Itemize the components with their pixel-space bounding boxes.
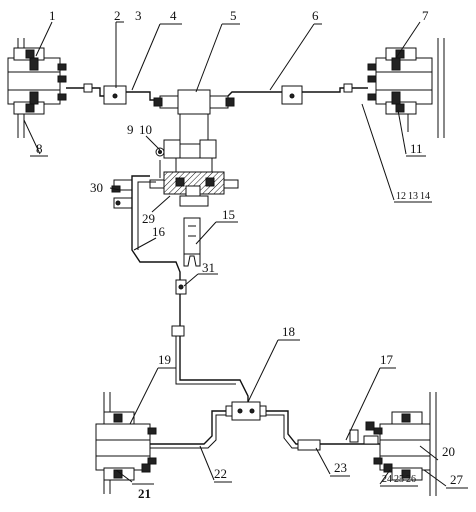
label-21: 21 [138, 486, 151, 501]
label-6: 6 [312, 8, 319, 23]
brake-lever [183, 217, 201, 267]
label-9: 9 [127, 122, 134, 137]
label-4: 4 [170, 8, 177, 23]
label-22: 22 [214, 466, 227, 481]
label-20: 20 [442, 444, 455, 459]
label-25: 25 [394, 474, 404, 485]
label-1: 1 [49, 8, 56, 23]
label-31: 31 [202, 260, 215, 275]
rear-brake-lines [150, 410, 380, 451]
proportioning-valve [225, 401, 267, 421]
label-3: 3 [135, 8, 142, 23]
leader-lines [23, 21, 468, 489]
caliper-front-right [367, 38, 445, 138]
label-19: 19 [158, 352, 171, 367]
label-27: 27 [450, 472, 464, 487]
label-24: 24 [382, 474, 392, 485]
label-14: 14 [420, 191, 430, 202]
label-18: 18 [282, 324, 295, 339]
label-7: 7 [422, 8, 429, 23]
label-16: 16 [152, 224, 166, 239]
callout-labels: 1 2 3 4 5 6 7 8 9 10 11 12 13 14 15 16 1… [36, 8, 464, 501]
label-8: 8 [36, 141, 43, 156]
label-10: 10 [139, 122, 152, 137]
label-15: 15 [222, 207, 235, 222]
label-30: 30 [90, 180, 103, 195]
label-11: 11 [410, 141, 423, 156]
label-17: 17 [380, 352, 394, 367]
caliper-rear-left [95, 392, 157, 494]
label-29: 29 [142, 211, 155, 226]
label-2: 2 [114, 8, 121, 23]
label-26: 26 [406, 474, 416, 485]
rear-feed-line [111, 175, 249, 404]
label-13: 13 [408, 191, 418, 202]
label-12: 12 [396, 191, 406, 202]
label-5: 5 [230, 8, 237, 23]
caliper-rear-right [373, 392, 437, 496]
master-cylinder [149, 89, 239, 207]
caliper-front-left [7, 38, 67, 138]
label-23: 23 [334, 460, 347, 475]
